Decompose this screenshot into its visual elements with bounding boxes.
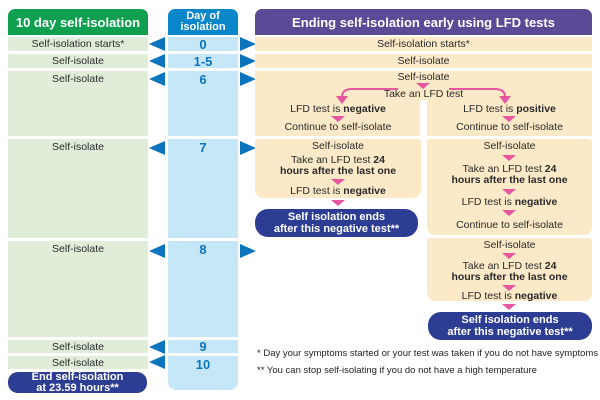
- left-end-test-box: Self isolation ends after this negative …: [255, 209, 418, 237]
- day-cell-8: 8: [168, 241, 238, 337]
- day-7-left-arrow-icon: [149, 141, 165, 155]
- result-positive: positive: [516, 103, 556, 115]
- branch-arrows-icon: [336, 88, 511, 104]
- take24-prefix: Take an LFD test: [291, 154, 374, 166]
- day-cell-9: 9: [168, 339, 238, 354]
- day-cell-7: 7: [168, 139, 238, 238]
- right-day8-take24-line1: Take an LFD test 24: [427, 261, 592, 272]
- flow-left-day7-block: [255, 139, 421, 198]
- flow-right-result: LFD test is positive: [427, 104, 592, 115]
- left-row-day0: Self-isolation starts*: [8, 37, 148, 51]
- day-cell-1-5: 1-5: [168, 54, 238, 69]
- left-row-day10: Self-isolate: [8, 356, 148, 369]
- end-isolation-line2: at 23.59 hours**: [36, 381, 119, 394]
- result-negative: negative: [514, 196, 558, 208]
- take24-bold1: 24: [373, 154, 385, 166]
- result-prefix: LFD test is: [461, 290, 515, 302]
- take24-prefix: Take an LFD test: [462, 260, 545, 272]
- flow-take-test: Take an LFD test: [383, 88, 464, 100]
- left-column-header: 10 day self-isolation: [8, 9, 148, 35]
- end-isolation-line1: End self-isolation: [31, 371, 124, 383]
- end-test-line1: Self isolation ends: [287, 211, 386, 223]
- result-prefix: LFD test is: [463, 103, 517, 115]
- day-10-left-arrow-icon: [149, 355, 165, 369]
- day-cell-6: 6: [168, 71, 238, 136]
- day-cell-10: 10: [168, 356, 238, 390]
- flowchart-header: Ending self-isolation early using LFD te…: [255, 9, 592, 35]
- day-header-line2: isolation: [180, 21, 226, 33]
- down-arrow-icon: [502, 285, 516, 291]
- right-take24-line1: Take an LFD test 24: [427, 164, 592, 175]
- left-day7-selfisolate: Self-isolate: [312, 140, 364, 152]
- down-arrow-icon: [502, 189, 516, 195]
- left-row-day1-5: Self-isolate: [8, 54, 148, 68]
- result-prefix: LFD test is: [290, 103, 344, 115]
- right-day8-selfisolate: Self-isolate: [483, 239, 536, 251]
- footnote-temperature: ** You can stop self-isolating if you do…: [257, 365, 537, 376]
- end-test-line2: after this negative test**: [273, 223, 400, 235]
- down-arrow-icon: [502, 304, 516, 310]
- flow-day6-selfisolate: Self-isolate: [397, 71, 450, 83]
- result-prefix: LFD test is: [461, 196, 515, 208]
- take24-bold2: hours after the last one: [451, 174, 568, 186]
- down-arrow-icon: [331, 179, 345, 185]
- column-divider: [420, 100, 427, 136]
- result-negative: negative: [514, 290, 558, 302]
- day-7-right-arrow-icon: [240, 141, 256, 155]
- day-9-left-arrow-icon: [149, 340, 165, 354]
- left-row-day9: Self-isolate: [8, 340, 148, 353]
- down-arrow-icon: [331, 116, 345, 122]
- result-negative: negative: [343, 185, 386, 197]
- right-take24-line2: hours after the last one: [427, 175, 592, 186]
- right-end-test-box: Self isolation ends after this negative …: [428, 312, 592, 340]
- left-row-day7: Self-isolate: [8, 139, 148, 238]
- take24-bold1: 24: [544, 163, 557, 175]
- left-row-day6: Self-isolate: [8, 71, 148, 136]
- day-column-header: Day of isolation: [168, 9, 238, 35]
- footnote-symptoms: * Day your symptoms started or your test…: [257, 348, 599, 359]
- end-isolation-box: End self-isolation at 23.59 hours**: [8, 372, 147, 393]
- right-day8-take24-line2: hours after the last one: [427, 272, 592, 283]
- result-negative: negative: [343, 103, 386, 115]
- day-0-left-arrow-icon: [149, 37, 165, 51]
- flow-selfisolate-row: Self-isolate: [255, 54, 592, 68]
- day-8-right-arrow-icon: [240, 244, 256, 258]
- down-arrow-icon: [502, 210, 516, 216]
- take24-bold2: hours after the last one: [279, 165, 397, 177]
- left-take24-line1: Take an LFD test 24: [255, 155, 421, 166]
- flow-start-row: Self-isolation starts*: [255, 37, 592, 51]
- end-test-line2: after this negative test**: [447, 326, 573, 338]
- right-day7-result: LFD test is negative: [427, 197, 592, 208]
- left-day7-result: LFD test is negative: [255, 186, 421, 197]
- day-header-line1: Day of: [186, 9, 220, 22]
- take24-bold1: 24: [544, 260, 557, 272]
- day-8-left-arrow-icon: [149, 244, 165, 258]
- down-arrow-icon: [502, 155, 516, 161]
- day-cell-0: 0: [168, 37, 238, 52]
- day-1-5-left-arrow-icon: [149, 54, 165, 68]
- day-6-left-arrow-icon: [149, 72, 165, 86]
- flow-left-result: LFD test is negative: [255, 104, 421, 115]
- down-arrow-icon: [416, 83, 430, 89]
- down-arrow-icon: [502, 116, 516, 122]
- left-row-day8: Self-isolate: [8, 241, 148, 337]
- result-prefix: LFD test is: [290, 185, 344, 197]
- left-take24-line2: hours after the last one: [255, 166, 421, 177]
- flow-right-continue: Continue to self-isolate: [456, 121, 563, 133]
- end-test-line1: Self isolation ends: [461, 314, 559, 326]
- down-arrow-icon: [331, 200, 345, 206]
- right-day7-selfisolate: Self-isolate: [483, 140, 536, 152]
- day-0-right-arrow-icon: [240, 37, 256, 51]
- right-day8-result: LFD test is negative: [427, 291, 592, 302]
- right-day7-continue: Continue to self-isolate: [456, 219, 563, 231]
- day-6-right-arrow-icon: [240, 72, 256, 86]
- take24-prefix: Take an LFD test: [462, 163, 545, 175]
- take24-bold2: hours after the last one: [451, 271, 568, 283]
- flow-left-continue: Continue to self-isolate: [284, 121, 392, 133]
- day-1-5-right-arrow-icon: [240, 54, 256, 68]
- down-arrow-icon: [502, 253, 516, 259]
